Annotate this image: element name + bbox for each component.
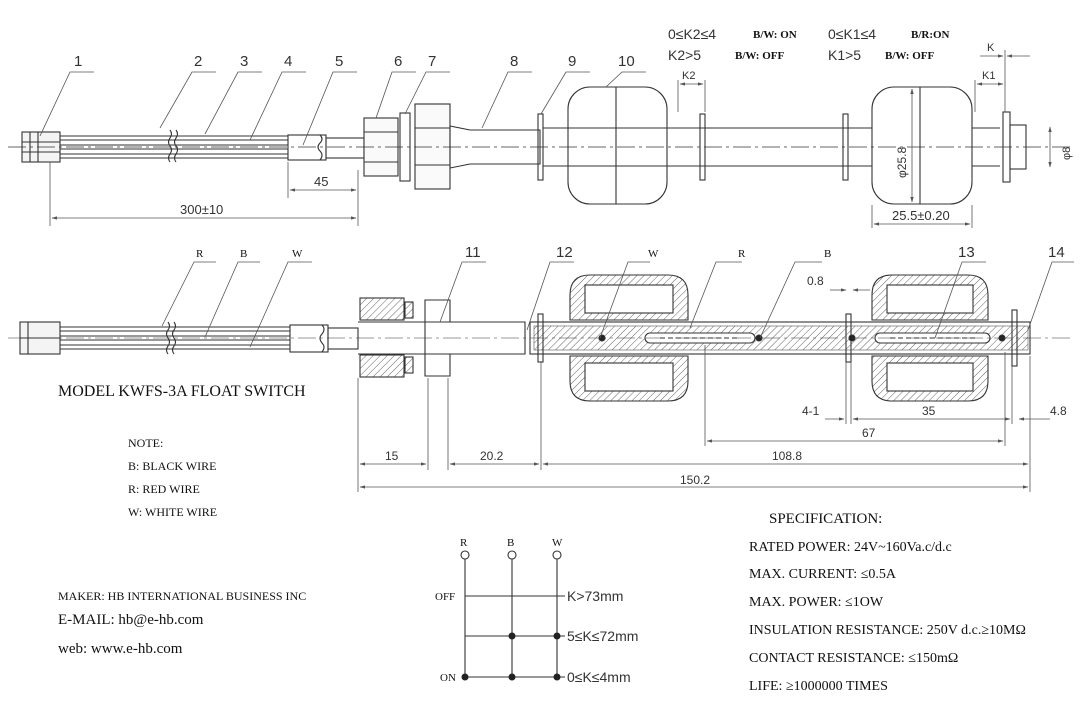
label-k2: K2 (682, 70, 695, 82)
note-item-black: B: BLACK WIRE (128, 459, 217, 473)
dim-300: 300±10 (180, 202, 223, 217)
note-item-red: R: RED WIRE (128, 482, 200, 496)
inner-label-b: B (824, 248, 831, 260)
callout-3: 3 (240, 53, 248, 70)
callout-14: 14 (1048, 244, 1065, 261)
callout-leaders-top (39, 71, 646, 146)
dim-45: 45 (314, 174, 328, 189)
spec-rated-power: RATED POWER: 24V~160Va.c/d.c (749, 540, 952, 555)
nut-7 (414, 103, 451, 190)
k2-off-range: K2>5 (668, 47, 701, 63)
note-title: NOTE: (128, 436, 164, 450)
callout-10: 10 (618, 53, 635, 70)
wire-label-r: R (196, 248, 204, 260)
spec-life: LIFE: ≥1000000 TIMES (749, 679, 888, 694)
model-title: MODEL KWFS-3A FLOAT SWITCH (58, 383, 306, 400)
nut-section-upper (359, 297, 405, 321)
top-view (8, 50, 1070, 228)
on-label: ON (440, 672, 456, 684)
callout-12: 12 (556, 244, 573, 261)
k2-on-range: 0≤K2≤4 (668, 26, 716, 42)
stem-8 (449, 125, 541, 169)
dim-25-8: φ25.8 (895, 147, 909, 178)
inner-label-w: W (648, 248, 659, 260)
k2-off-state: B/W: OFF (735, 50, 784, 62)
web-text: web: www.e-hb.com (58, 641, 183, 657)
state-row-1: K>73mm (567, 588, 623, 604)
column-w: W (552, 537, 563, 549)
wires-top (60, 129, 288, 163)
section-view (8, 261, 1074, 492)
nut-section-lower (359, 354, 405, 378)
float-right (871, 86, 973, 205)
spec-title: SPECIFICATION: (769, 511, 883, 527)
dimensions-section (357, 288, 1050, 492)
callout-6: 6 (394, 53, 402, 70)
dim-4-1: 4-1 (802, 404, 820, 418)
state-row-2: 5≤K≤72mm (567, 628, 638, 644)
k2-on-state: B/W: ON (753, 29, 797, 41)
k1-on-state: B/R:ON (911, 29, 950, 41)
dim-4-8: 4.8 (1050, 404, 1067, 418)
sleeve-top (287, 134, 327, 161)
column-r: R (460, 537, 468, 549)
callout-7: 7 (428, 53, 436, 70)
wire-label-w: W (292, 248, 303, 260)
callout-1: 1 (74, 53, 82, 70)
callout-2: 2 (194, 53, 202, 70)
k1-on-range: 0≤K1≤4 (828, 26, 876, 42)
callout-9: 9 (568, 53, 576, 70)
dim-108-8: 108.8 (772, 449, 802, 463)
dim-25-5: 25.5±0.20 (892, 208, 950, 223)
wire-label-b: B (240, 248, 247, 260)
callout-13: 13 (958, 244, 975, 261)
dimensions-top (49, 50, 1052, 228)
state-row-3: 0≤K≤4mm (567, 669, 631, 685)
maker-text: MAKER: HB INTERNATIONAL BUSINESS INC (58, 589, 307, 603)
dim-150-2: 150.2 (680, 473, 710, 487)
dim-rod-dia: φ8 (1061, 147, 1073, 160)
spec-insulation: INSULATION RESISTANCE: 250V d.c.≥10MΩ (749, 623, 1026, 638)
callout-4: 4 (284, 53, 292, 70)
spec-contact-resistance: CONTACT RESISTANCE: ≤150mΩ (749, 651, 959, 666)
off-label: OFF (435, 591, 455, 603)
spec-max-current: MAX. CURRENT: ≤0.5A (749, 567, 896, 582)
callout-leaders-section (161, 261, 1074, 348)
callout-8: 8 (510, 53, 518, 70)
spec-max-power: MAX. POWER: ≤1OW (749, 595, 884, 610)
dim-20-2: 20.2 (480, 449, 504, 463)
dim-15: 15 (385, 449, 399, 463)
k1-off-range: K1>5 (828, 47, 861, 63)
column-b: B (507, 537, 514, 549)
callout-11: 11 (465, 244, 481, 261)
k1-off-state: B/W: OFF (885, 50, 934, 62)
switch-state-diagram: R B W OFF ON K>73mm 5≤K≤72mm 0≤K≤4mm (435, 537, 638, 685)
dim-0-8: 0.8 (807, 274, 824, 288)
dim-35: 35 (922, 404, 936, 418)
email-text: E-MAIL: hb@e-hb.com (58, 612, 204, 628)
label-k: K (987, 42, 995, 54)
label-k1: K1 (982, 70, 995, 82)
note-item-white: W: WHITE WIRE (128, 505, 218, 519)
dim-67: 67 (862, 426, 876, 440)
inner-label-r: R (738, 248, 746, 260)
float-10 (567, 86, 668, 205)
callout-5: 5 (335, 53, 343, 70)
